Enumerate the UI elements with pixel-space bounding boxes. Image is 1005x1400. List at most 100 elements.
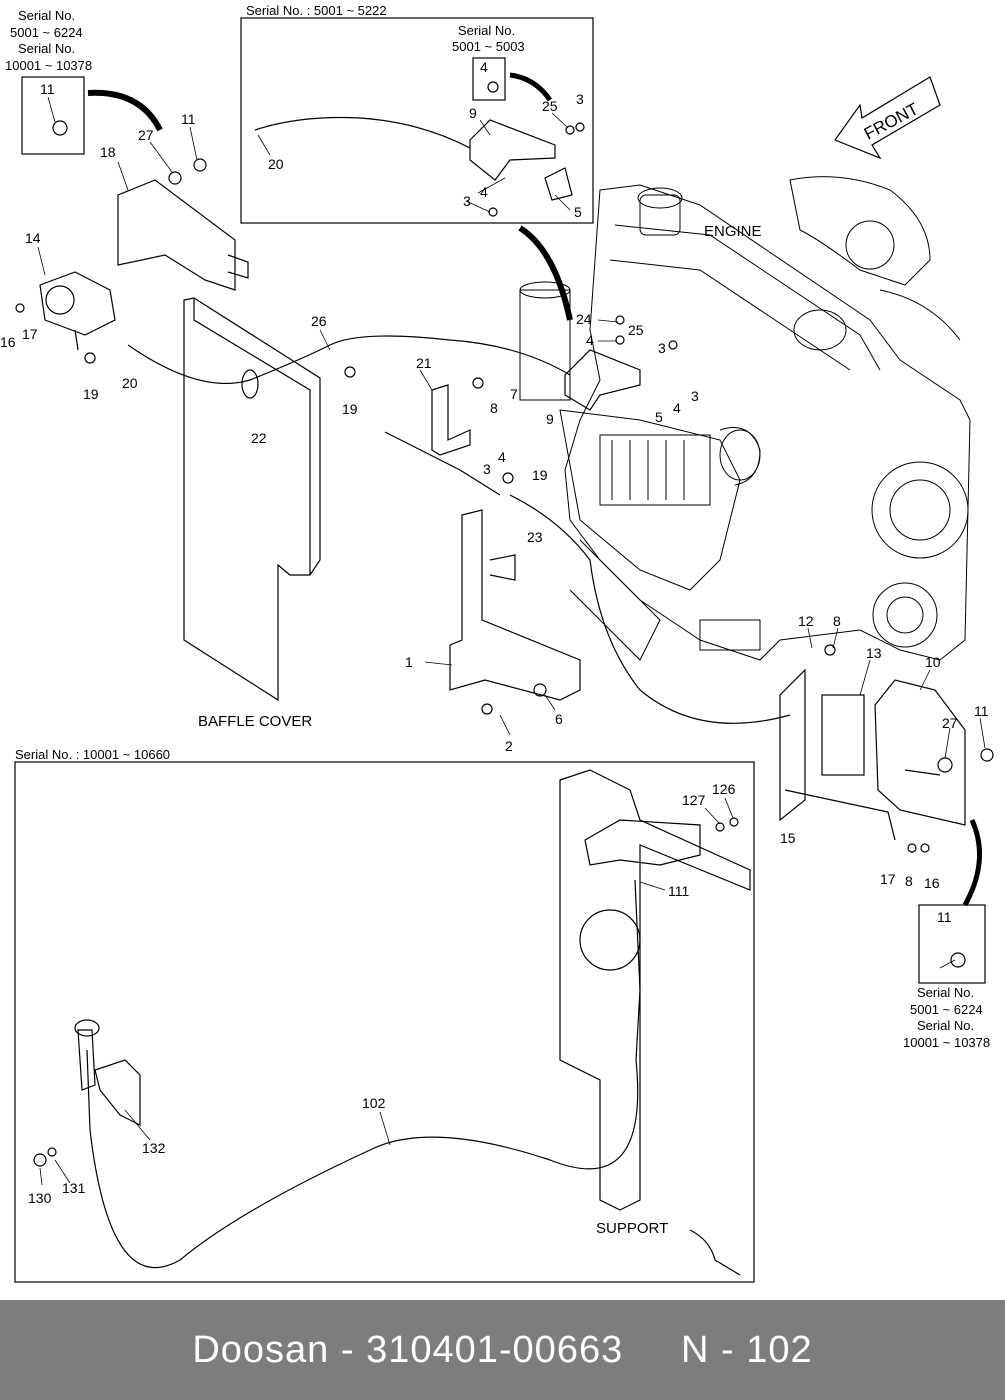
callout-15: 15 (780, 830, 796, 846)
inset-top-center (240, 17, 594, 224)
callout-111: 111 (668, 883, 689, 899)
knob-head (74, 1019, 100, 1037)
callout-7: 7 (510, 386, 518, 402)
callout-126: 126 (712, 781, 736, 797)
callout-23: 23 (527, 529, 543, 545)
top-center-sub-serial-2: 5001 ~ 5003 (452, 39, 525, 54)
baffle-cover (183, 297, 321, 702)
callout-11: 11 (937, 909, 952, 925)
linkage-rod (384, 431, 501, 496)
baffle-cover-label: BAFFLE COVER (198, 713, 312, 730)
top-center-sub-serial-1: Serial No. (458, 23, 515, 38)
cable-22 (127, 335, 571, 385)
footer-page: N - 102 (681, 1328, 813, 1371)
support-frame (559, 769, 751, 1211)
callout-132: 132 (142, 1140, 166, 1156)
callout-5: 5 (655, 409, 663, 425)
bracket-21 (431, 384, 471, 456)
inset-right (918, 904, 986, 984)
callout-27: 27 (138, 127, 154, 143)
callout-4: 4 (480, 59, 488, 75)
callout-17: 17 (22, 326, 38, 342)
callout-1: 1 (405, 654, 413, 670)
callout-2: 2 (505, 738, 513, 754)
engine-label: ENGINE (704, 223, 762, 240)
callout-4: 4 (498, 449, 506, 465)
callout-20: 20 (122, 375, 138, 391)
bracket-18 (117, 179, 236, 291)
callout-4: 4 (673, 400, 681, 416)
right-serial-4: 10001 ~ 10378 (903, 1035, 990, 1050)
bracket-132 (94, 1059, 141, 1126)
pointer-arrow-center (518, 225, 573, 321)
callout-6: 6 (555, 711, 563, 727)
footer-part-number: 310401-00663 (366, 1328, 624, 1371)
top-center-serial: Serial No. : 5001 ~ 5222 (246, 3, 387, 18)
callout-21: 21 (416, 355, 432, 371)
bracket-9 (564, 349, 641, 411)
callout-9: 9 (546, 411, 554, 427)
footer-separator: - (329, 1328, 367, 1371)
cable-102 (86, 879, 641, 1269)
callout-11: 11 (974, 703, 989, 719)
hardware-bolts (15, 81, 994, 1167)
callout-16: 16 (0, 334, 16, 350)
callout-12: 12 (798, 613, 814, 629)
engine-outline (519, 176, 971, 661)
callout-4: 4 (586, 332, 594, 348)
callout-18: 18 (100, 144, 116, 160)
right-serial-3: Serial No. (917, 1018, 974, 1033)
callout-25: 25 (628, 322, 644, 338)
callout-11: 11 (40, 81, 55, 97)
footer-brand: Doosan (192, 1328, 330, 1371)
callouts: 11 11 27 18 14 16 17 19 20 26 19 22 20 4… (0, 59, 989, 1206)
actuator-14 (39, 271, 116, 351)
callout-16: 16 (924, 875, 940, 891)
top-left-serial-2: 5001 ~ 6224 (10, 25, 83, 40)
knob-assembly (77, 1029, 96, 1091)
callout-27: 27 (942, 715, 958, 731)
callout-20: 20 (268, 156, 284, 172)
support-hole (579, 909, 641, 971)
leader-line-15 (784, 789, 896, 841)
footer-caption: Doosan - 310401-00663 N - 102 (192, 1329, 812, 1372)
cable-clamp-22 (241, 369, 259, 399)
top-left-serial-3: Serial No. (18, 41, 75, 56)
cable-20-inset (254, 116, 471, 149)
cable-lower (509, 494, 791, 724)
callout-3: 3 (576, 91, 584, 107)
inset-top-center-sub (472, 57, 506, 101)
callout-3: 3 (691, 388, 699, 404)
pointer-arrow-sub (509, 72, 553, 102)
top-left-serial-4: 10001 ~ 10378 (5, 58, 92, 73)
relay-13 (821, 694, 865, 776)
callout-26: 26 (311, 313, 327, 329)
support-edge (689, 1229, 741, 1276)
callout-5: 5 (574, 204, 582, 220)
bottom-serial: Serial No. : 10001 ~ 10660 (15, 747, 170, 762)
callout-4: 4 (480, 184, 488, 200)
callout-3: 3 (658, 340, 666, 356)
parts-diagram: Serial No. : 5001 ~ 5222 Serial No. 5001… (0, 3, 994, 1283)
inset-top-left (21, 76, 85, 155)
callout-3: 3 (463, 193, 471, 209)
callout-8: 8 (905, 873, 913, 889)
front-arrow (834, 76, 941, 160)
callout-11: 11 (181, 111, 196, 127)
bracket-1 (449, 509, 581, 701)
callout-8: 8 (833, 613, 841, 629)
callout-131: 131 (62, 1180, 86, 1196)
footer-bar: Doosan - 310401-00663 N - 102 (0, 1300, 1005, 1400)
cover-10-slot (904, 769, 941, 776)
right-serial-1: Serial No. (917, 985, 974, 1000)
callout-8: 8 (490, 400, 498, 416)
support-plate (584, 819, 701, 866)
bracket-9-inset (469, 119, 556, 181)
leader-lines (37, 96, 986, 1186)
callout-3: 3 (483, 461, 491, 477)
callout-19: 19 (342, 401, 358, 417)
callout-25: 25 (542, 98, 558, 114)
callout-19: 19 (83, 386, 99, 402)
callout-130: 130 (28, 1190, 52, 1206)
inset-bottom (14, 761, 755, 1283)
